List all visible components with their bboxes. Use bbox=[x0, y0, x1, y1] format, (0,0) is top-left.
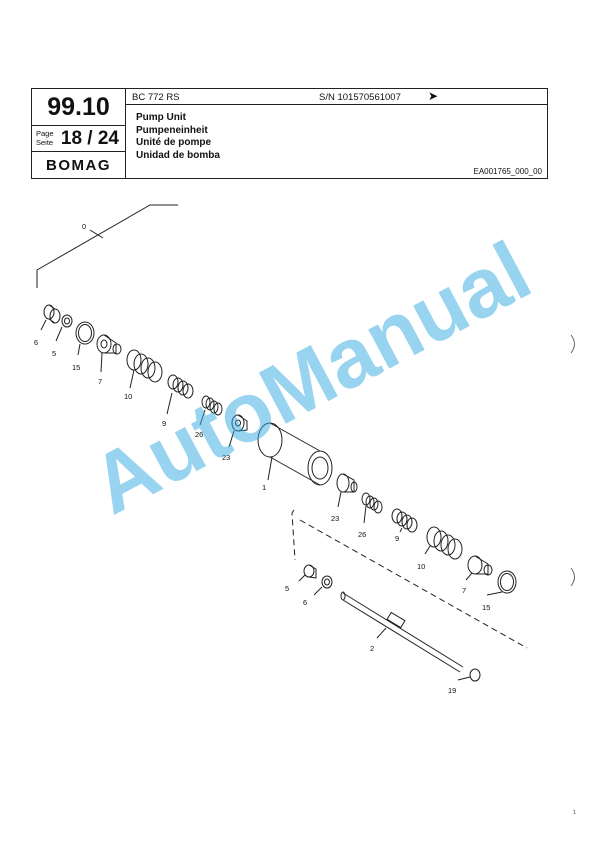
part-5-lower bbox=[303, 564, 317, 579]
part-15-lower bbox=[497, 570, 517, 594]
page-label-en: Page bbox=[36, 129, 54, 138]
part-10-lower bbox=[426, 526, 463, 560]
brand-logo: BOMAG bbox=[46, 157, 111, 174]
label-15: 15 bbox=[72, 363, 80, 372]
title-de: Pumpeneinheit bbox=[136, 124, 208, 136]
label-2: 2 bbox=[370, 644, 374, 653]
section-number: 99.10 bbox=[32, 89, 125, 126]
label-6-b: 6 bbox=[303, 598, 307, 607]
label-6: 6 bbox=[34, 338, 38, 347]
label-0: 0 bbox=[82, 222, 86, 231]
part-2-shaft bbox=[340, 591, 464, 673]
page-label: Page Seite bbox=[36, 129, 54, 147]
part-26-upper bbox=[201, 395, 223, 416]
serial-number: S/N 101570561007 bbox=[319, 92, 401, 103]
label-9: 9 bbox=[162, 419, 166, 428]
part-9-upper bbox=[167, 374, 194, 399]
title-fr: Unité de pompe bbox=[136, 137, 212, 148]
binding-marks bbox=[570, 334, 575, 587]
header-block: 99.10 Page Seite 18 / 24 BOMAG BC 772 RS… bbox=[31, 88, 548, 179]
label-9-b: 9 bbox=[395, 534, 399, 543]
header-left-panel: 99.10 Page Seite 18 / 24 BOMAG bbox=[32, 89, 126, 178]
part-7-lower bbox=[467, 555, 493, 576]
label-19: 19 bbox=[448, 686, 456, 695]
exploded-parts-drawing: 0 6 5 15 7 10 9 26 23 1 23 26 9 10 7 15 … bbox=[34, 204, 575, 695]
page-number: 18 / 24 bbox=[60, 128, 119, 149]
footer-mark: ¹ bbox=[573, 808, 576, 818]
label-15-b: 15 bbox=[482, 603, 490, 612]
label-10: 10 bbox=[124, 392, 132, 401]
part-23-lower bbox=[336, 473, 358, 493]
label-7-b: 7 bbox=[462, 586, 466, 595]
label-23: 23 bbox=[222, 453, 230, 462]
part-7-upper bbox=[96, 334, 122, 355]
model-name: BC 772 RS bbox=[132, 92, 180, 103]
label-7: 7 bbox=[98, 377, 102, 386]
part-23-upper bbox=[231, 414, 248, 432]
part-6-upper bbox=[43, 304, 61, 324]
part-26-lower bbox=[361, 492, 383, 514]
part-1-sleeve bbox=[257, 422, 333, 486]
title-block: Pump Unit Pumpeneinheit Unité de pompe U… bbox=[136, 112, 220, 162]
title-es: Unidad de bomba bbox=[136, 149, 220, 161]
label-26: 26 bbox=[195, 430, 203, 439]
drawing-code: EA001765_000_00 bbox=[473, 167, 542, 176]
label-5-b: 5 bbox=[285, 584, 289, 593]
page-label-de: Seite bbox=[36, 138, 54, 147]
label-10-b: 10 bbox=[417, 562, 425, 571]
label-26-b: 26 bbox=[358, 530, 366, 539]
part-15-upper bbox=[75, 321, 95, 345]
label-1: 1 bbox=[262, 483, 266, 492]
part-6-lower bbox=[321, 575, 333, 589]
label-5: 5 bbox=[52, 349, 56, 358]
assembly-bracket bbox=[36, 204, 178, 288]
label-23-b: 23 bbox=[331, 514, 339, 523]
part-19-ring bbox=[469, 668, 481, 682]
part-9-lower bbox=[391, 508, 418, 533]
arrow-icon: ➤ bbox=[428, 89, 439, 103]
page-box: Page Seite 18 / 24 bbox=[32, 126, 125, 152]
header-divider bbox=[126, 104, 547, 105]
part-5-upper bbox=[61, 314, 73, 328]
dashed-guide bbox=[291, 509, 528, 649]
part-labels: 0 6 5 15 7 10 9 26 23 1 23 26 9 10 7 15 … bbox=[34, 222, 490, 695]
title-en: Pump Unit bbox=[136, 112, 186, 123]
